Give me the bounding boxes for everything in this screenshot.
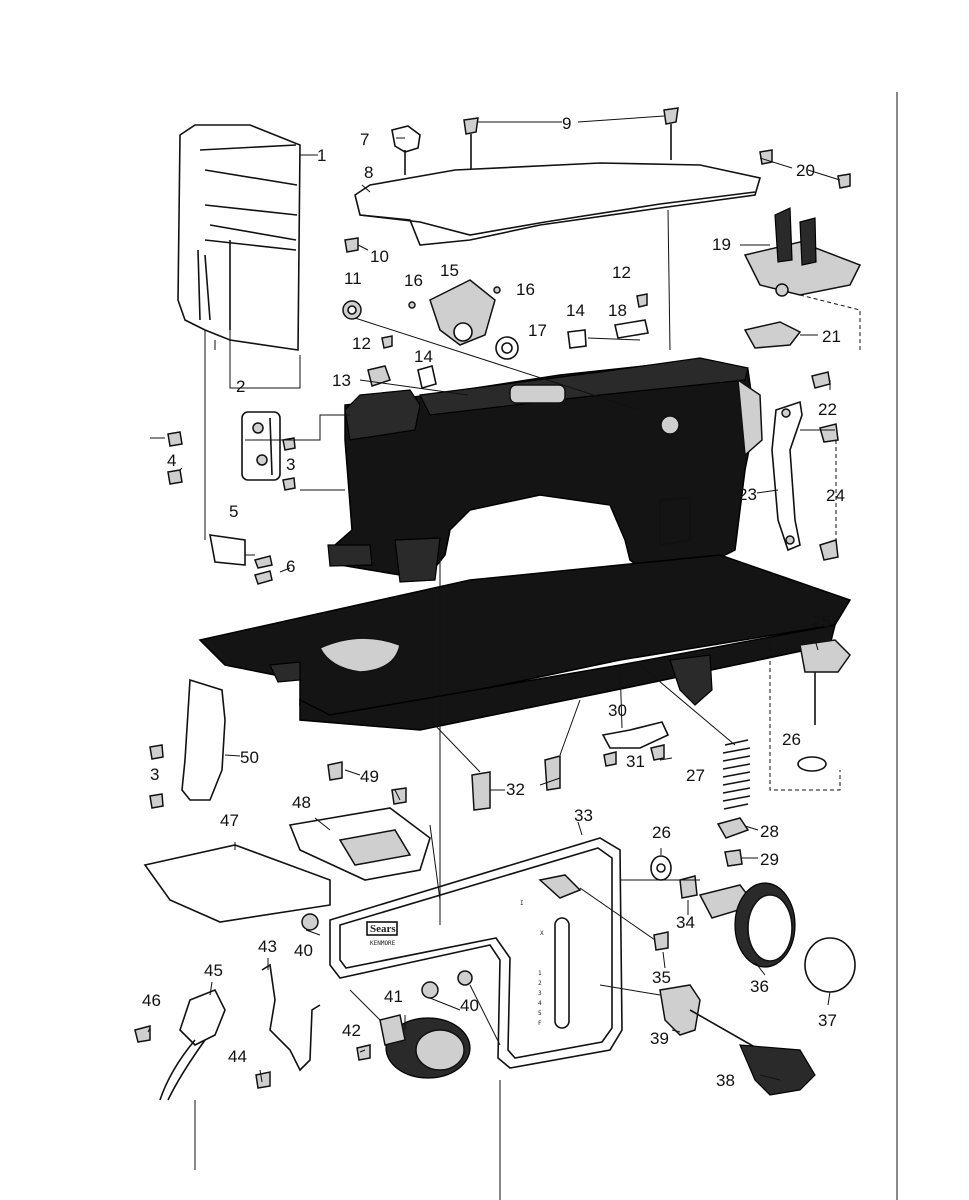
callout-12b: 12	[612, 263, 631, 282]
part-front-panel: Sears KENMORE I X 1 2 3 4 5 F	[301, 837, 623, 1069]
part-face-cover	[177, 124, 301, 351]
callout-21: 21	[822, 327, 841, 346]
panel-mark-1: X	[540, 930, 544, 937]
part-screws	[167, 107, 851, 561]
panel-mark-7: F	[538, 1020, 542, 1027]
callout-24: 24	[826, 486, 845, 505]
part-thread-guide	[391, 125, 421, 153]
callout-4: 4	[167, 451, 176, 470]
callout-3b: 3	[150, 765, 159, 784]
callout-35: 35	[652, 968, 671, 987]
panel-mark-4: 3	[538, 990, 542, 997]
callout-47: 47	[220, 811, 239, 830]
callout-31: 31	[626, 752, 645, 771]
part-knob-and-spring	[716, 639, 851, 867]
callout-8: 8	[364, 163, 373, 182]
callout-46: 46	[142, 991, 161, 1010]
part-bed-brackets	[471, 721, 670, 811]
part-bracket-wire	[255, 963, 321, 1089]
callout-12: 12	[352, 334, 371, 353]
callout-20: 20	[796, 161, 815, 180]
callout-32: 32	[506, 780, 525, 799]
part-machine-arm	[327, 357, 763, 583]
callout-34: 34	[676, 913, 695, 932]
callout-39: 39	[650, 1029, 669, 1048]
part-presser-foot	[743, 207, 862, 349]
callout-38: 38	[716, 1071, 735, 1090]
callout-50: 50	[240, 748, 259, 767]
callout-14: 14	[414, 347, 433, 366]
callout-49: 49	[360, 767, 379, 786]
panel-mark-2: 1	[538, 970, 542, 977]
part-knee-lever	[134, 988, 226, 1101]
panel-mark-0: I	[520, 900, 524, 907]
part-top-cover	[354, 162, 762, 246]
callout-42: 42	[342, 1021, 361, 1040]
callout-26b: 26	[652, 823, 671, 842]
callout-18: 18	[608, 301, 627, 320]
panel-badge	[366, 921, 398, 936]
callout-16: 16	[404, 271, 423, 290]
callout-14b: 14	[566, 301, 585, 320]
part-tension-assembly	[342, 279, 649, 390]
callout-28: 28	[760, 822, 779, 841]
callout-22: 22	[818, 400, 837, 419]
panel-mark-5: 4	[538, 1000, 542, 1007]
callout-10: 10	[370, 247, 389, 266]
callout-5: 5	[229, 502, 238, 521]
callout-2: 2	[236, 377, 245, 396]
panel-brand-text: Sears	[370, 923, 396, 935]
callout-37: 37	[818, 1011, 837, 1030]
callout-16b: 16	[516, 280, 535, 299]
callout-labels: 1 2 3 3 4 5 6 7 8 9 10 11 12 12 13 14 14…	[142, 114, 845, 1090]
part-shaft-and-lever	[659, 984, 816, 1096]
part-panel-hardware	[650, 855, 698, 951]
part-bed-plate	[198, 554, 852, 731]
callout-9: 9	[562, 114, 571, 133]
callout-29: 29	[760, 850, 779, 869]
panel-subtitle-text: KENMORE	[370, 940, 396, 947]
callout-7: 7	[360, 130, 369, 149]
callout-15: 15	[440, 261, 459, 280]
panel-mark-3: 2	[538, 980, 542, 987]
callout-40b: 40	[460, 996, 479, 1015]
callout-25: 25	[812, 612, 831, 631]
callout-26: 26	[782, 730, 801, 749]
callout-45: 45	[204, 961, 223, 980]
callout-27: 27	[686, 766, 705, 785]
callout-17: 17	[528, 321, 547, 340]
callout-30: 30	[608, 701, 627, 720]
callout-13: 13	[332, 371, 351, 390]
part-hinge-assembly	[209, 411, 281, 585]
callout-23: 23	[738, 485, 757, 504]
callout-1: 1	[317, 146, 326, 165]
part-lift-lever	[771, 371, 831, 552]
part-left-bracket	[149, 678, 226, 809]
callout-44: 44	[228, 1047, 247, 1066]
callout-48: 48	[292, 793, 311, 812]
callout-36: 36	[750, 977, 769, 996]
part-bobbin-assembly	[356, 1014, 471, 1079]
callout-19: 19	[712, 235, 731, 254]
callout-3: 3	[286, 455, 295, 474]
callout-33: 33	[574, 806, 593, 825]
callout-40: 40	[294, 941, 313, 960]
panel-mark-6: 5	[538, 1010, 542, 1017]
callout-41: 41	[384, 987, 403, 1006]
part-stitch-knob	[698, 882, 856, 993]
callout-11: 11	[344, 269, 362, 288]
leader-lines	[147, 115, 861, 1083]
callout-6: 6	[286, 557, 295, 576]
callout-43: 43	[258, 937, 277, 956]
